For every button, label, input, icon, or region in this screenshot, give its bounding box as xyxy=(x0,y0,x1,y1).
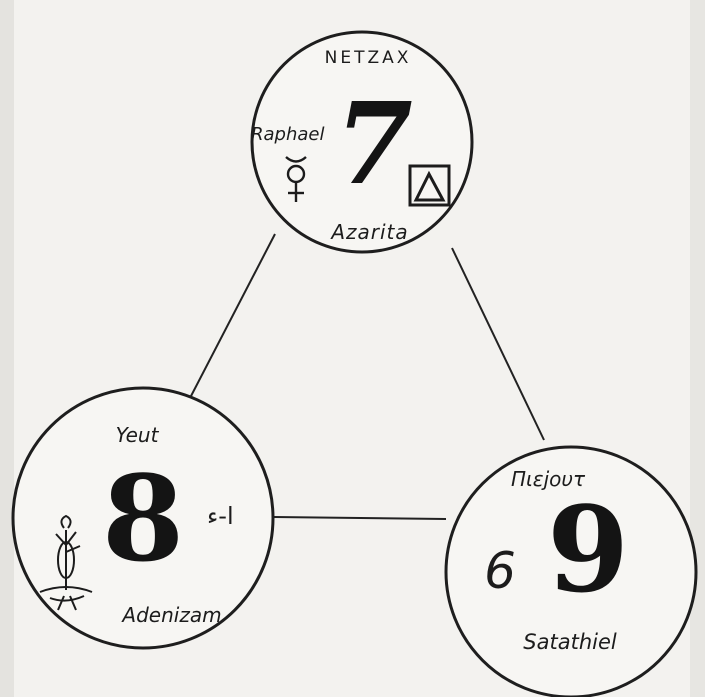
circle-left-bottom-name: Adenizam xyxy=(120,603,221,627)
circle-right-left-mark: 6 xyxy=(484,542,516,600)
circle-top-header: NETZAX xyxy=(325,48,412,68)
circle-left-right-mark: ﺍ-ﺀ xyxy=(207,502,234,530)
circle-top-number: 7 xyxy=(335,79,413,210)
circle-right-bottom-name: Satathiel xyxy=(523,630,617,654)
circle-left-header: Yeut xyxy=(116,423,160,447)
circle-top-bottom-name: Azarita xyxy=(329,220,408,244)
circle-right-yesod: Πιεjουτ 9 6 Satathiel xyxy=(446,447,696,697)
circle-left-hod: Yeut 8 ﺍ-ﺀ Adenizam xyxy=(13,388,273,648)
circle-right-number: 9 xyxy=(547,480,629,619)
circle-top-netzach: NETZAX 7 Raphael Azarita xyxy=(251,32,472,252)
circle-top-left-name: Raphael xyxy=(251,124,324,145)
circle-left-number: 8 xyxy=(102,449,184,588)
